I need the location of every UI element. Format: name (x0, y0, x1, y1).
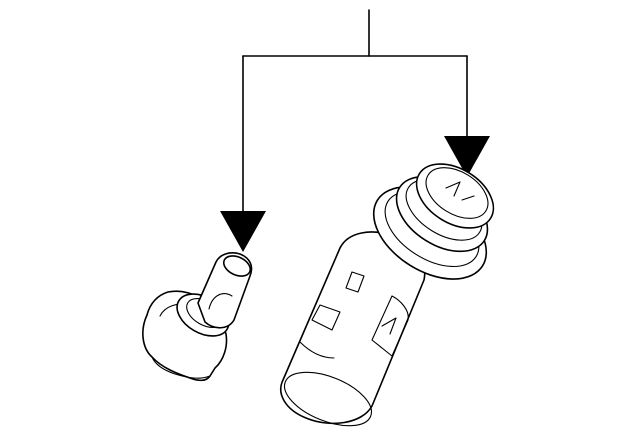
arrow-left-icon (220, 211, 266, 252)
socket-large-cap-slot (461, 195, 475, 201)
socket-large-tab-2 (345, 271, 365, 293)
socket-small-flange-edge (151, 356, 211, 379)
socket-large-latch-mark (381, 317, 397, 335)
socket-large-tab (311, 304, 341, 331)
socket-large-latch (371, 295, 409, 357)
socket-large-cap-mark (445, 181, 461, 197)
socket-small-body-line (208, 293, 233, 310)
socket-large-cap-inner (425, 167, 489, 219)
socket-small-tip (222, 255, 252, 277)
socket-small (142, 252, 253, 382)
socket-large-barrel (280, 231, 426, 425)
leader-line-group (242, 9, 468, 214)
socket-large-barrel-end (284, 371, 372, 427)
socket-large-ring-line (299, 341, 335, 359)
socket-large (280, 163, 495, 427)
arrow-right-icon (444, 136, 490, 177)
